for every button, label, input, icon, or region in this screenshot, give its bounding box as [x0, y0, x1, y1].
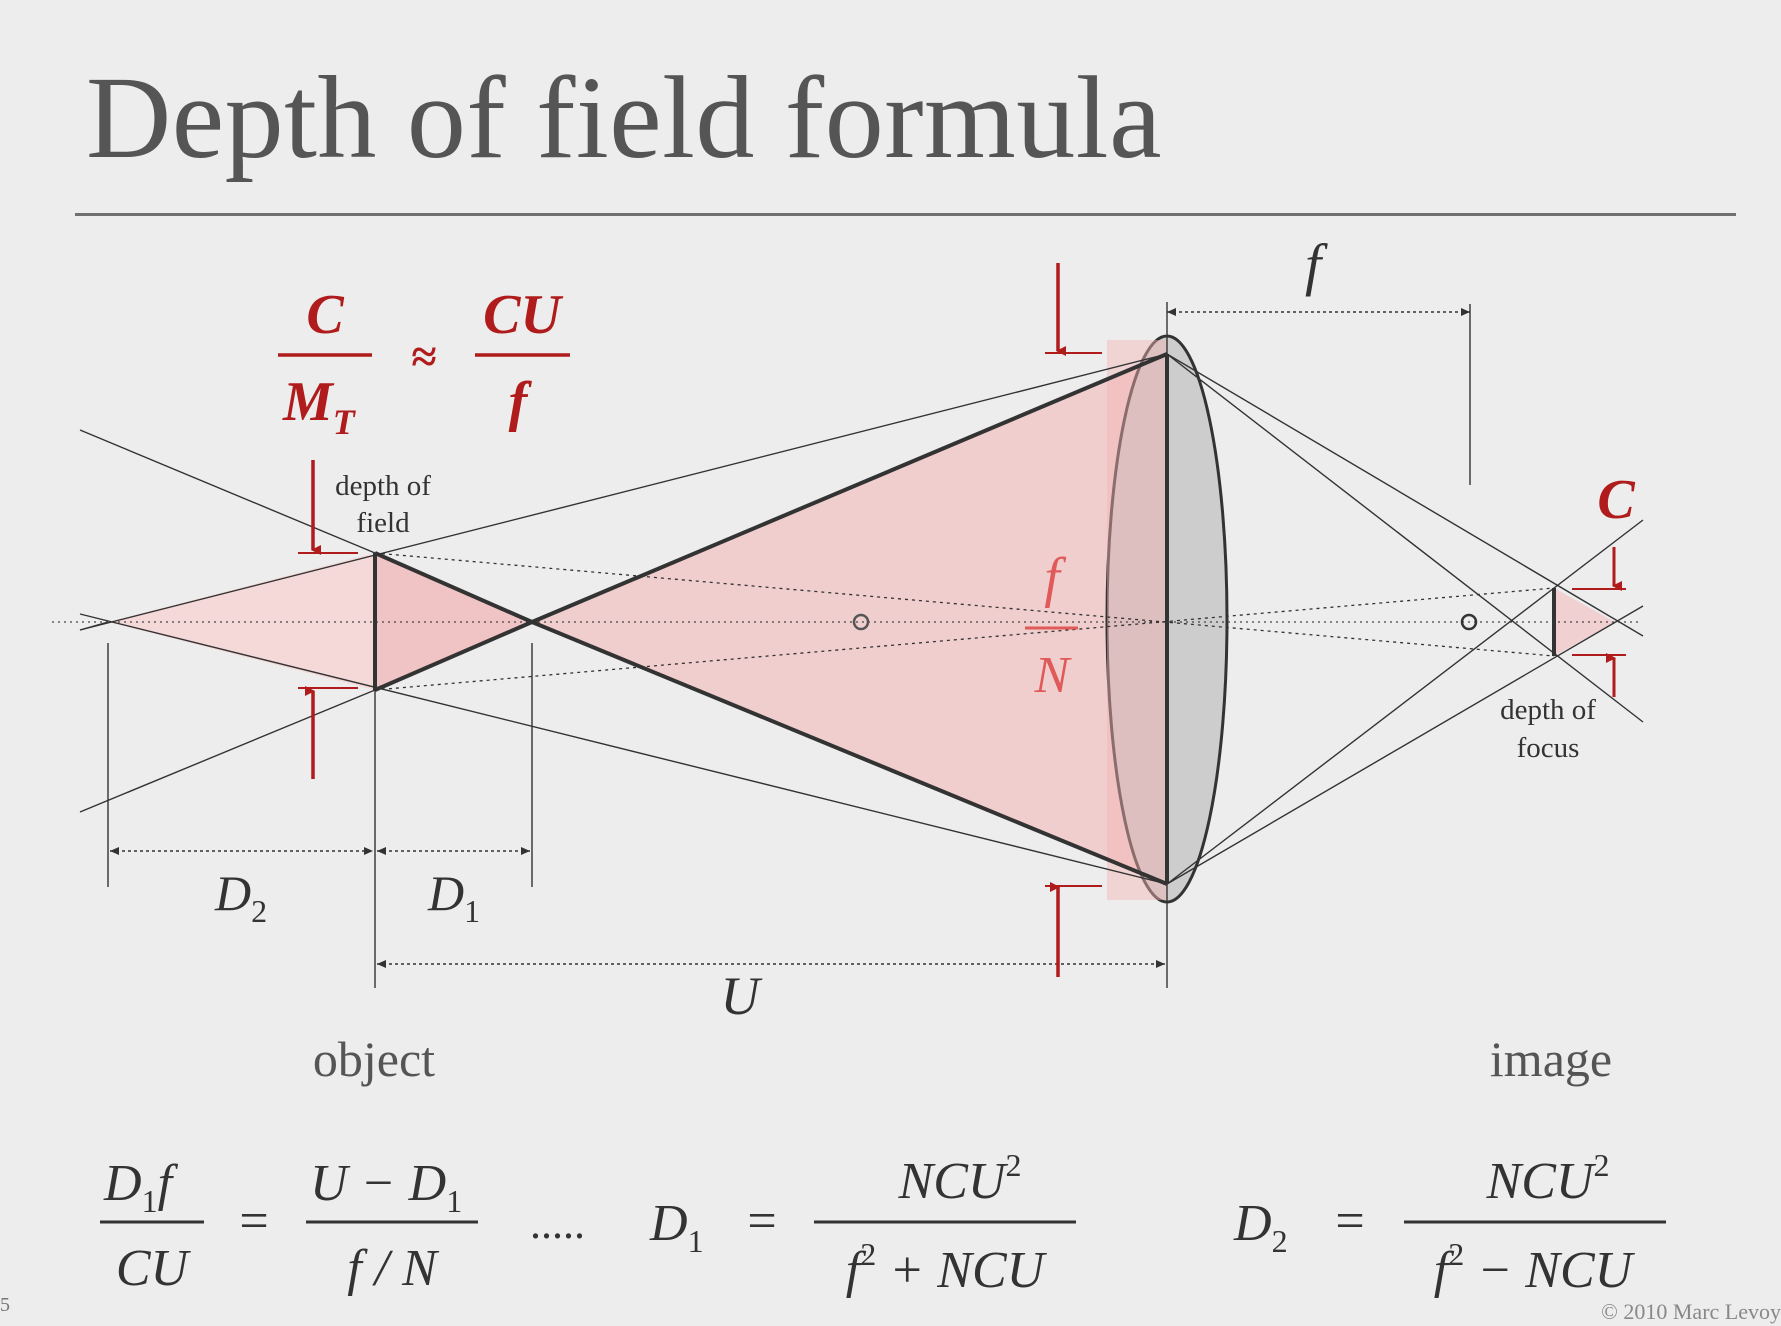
eq2-lhs-sub: 1	[688, 1223, 704, 1259]
far-cone-fill	[108, 553, 375, 690]
focal-point-object	[852, 613, 870, 631]
eq3-lhs-sub: 2	[1272, 1223, 1288, 1259]
eq1-rhs-num-main: U − D	[310, 1155, 446, 1212]
coc-formula-rhs-num: CU	[483, 284, 563, 346]
d2-label-sub: 2	[251, 893, 267, 929]
title-rule	[75, 213, 1736, 216]
image-ray-3	[1166, 353, 1644, 637]
eq1-lhs-num-main: D	[103, 1155, 142, 1212]
eq3-den-b: − NCU	[1464, 1242, 1635, 1299]
eq3-num: NCU2	[1486, 1147, 1610, 1210]
image-label: image	[1490, 1031, 1612, 1087]
eq1-lhs-num-tail: f	[158, 1155, 179, 1212]
eq3-lhs-main: D	[1233, 1195, 1272, 1252]
chief-ray-bottom	[374, 587, 1555, 691]
eq3-num-main: NCU	[1486, 1153, 1597, 1210]
eq1-lhs-num: D1f	[103, 1155, 179, 1219]
focal-point-image	[1460, 613, 1478, 631]
eq1-eq: =	[239, 1193, 268, 1250]
coc-formula-approx: ≈	[411, 331, 436, 382]
depth-of-field-label-2: field	[356, 507, 410, 539]
ray-out-left-a	[79, 621, 109, 631]
eq2-den-b: + NCU	[876, 1242, 1047, 1299]
d1-label-main: D	[427, 865, 464, 921]
ray-far-bottom	[79, 613, 1168, 885]
eq2-lhs: D1	[649, 1195, 704, 1259]
focal-length-label: f	[1305, 232, 1328, 297]
bottom-formulas: D1f CU = U − D1 f / N ..... D1 = NCU2 f2…	[100, 1147, 1666, 1299]
depth-of-field-label-1: depth of	[335, 470, 431, 502]
depth-of-focus-label-1: depth of	[1500, 694, 1596, 726]
eq1-rhs-num-sub: 1	[446, 1183, 462, 1219]
coc-formula-lhs-den-sub: T	[333, 402, 357, 442]
near-edge-bottom	[374, 620, 533, 692]
image-ray-2	[1166, 519, 1644, 885]
eq3-den-sup: 2	[1448, 1236, 1464, 1272]
near-cone-fill	[375, 553, 532, 690]
eq2-num-main: NCU	[898, 1153, 1009, 1210]
eq2-num-sup: 2	[1005, 1147, 1021, 1183]
depth-of-focus-label-2: focus	[1517, 732, 1580, 764]
eq2-num: NCU2	[898, 1147, 1022, 1210]
coc-formula-lhs-den: MT	[282, 371, 357, 442]
eq2-den: f2 + NCU	[846, 1236, 1048, 1299]
u-label: U	[721, 966, 763, 1026]
coc-formula-lhs-den-main: M	[282, 371, 335, 433]
d1-label-sub: 1	[464, 893, 480, 929]
aperture-label: f N	[1025, 547, 1078, 704]
eq1-rhs-den: f / N	[347, 1240, 440, 1297]
cone-edge-bottom	[531, 620, 1168, 886]
eq3-den: f2 − NCU	[1434, 1236, 1636, 1299]
eq2-den-sup: 2	[860, 1236, 876, 1272]
eq1-lhs-den: CU	[116, 1240, 192, 1297]
d2-label: D2	[214, 865, 267, 929]
formula-dots: .....	[530, 1199, 585, 1248]
ray-out-bottom	[79, 689, 376, 813]
coc-label: C	[1597, 469, 1635, 531]
coc-formula-lhs-num: C	[306, 284, 344, 346]
eq2-eq: =	[747, 1193, 776, 1250]
light-cone	[532, 354, 1167, 884]
aperture-label-den: N	[1034, 647, 1073, 704]
eq3-eq: =	[1335, 1193, 1364, 1250]
object-label: object	[313, 1031, 435, 1087]
eq1-rhs-num: U − D1	[310, 1155, 462, 1219]
eq3-lhs: D2	[1233, 1195, 1288, 1259]
ray-out-top	[79, 429, 376, 554]
eq2-lhs-main: D	[649, 1195, 688, 1252]
cone-edge-top	[531, 352, 1168, 624]
d1-label: D1	[427, 865, 480, 929]
copyright: © 2010 Marc Levoy	[1601, 1299, 1781, 1324]
d2-label-main: D	[214, 865, 251, 921]
ray-far-top	[79, 353, 1168, 631]
coc-formula-rhs-den: f	[509, 371, 533, 433]
eq1-lhs-num-sub: 1	[142, 1183, 158, 1219]
coc-formula: C MT ≈ CU f	[278, 284, 570, 442]
slide-title: Depth of field formula	[86, 52, 1162, 183]
eq3-num-sup: 2	[1593, 1147, 1609, 1183]
page-number: 5	[0, 1294, 10, 1316]
image-cone-fill	[1554, 588, 1615, 656]
near-edge-top	[374, 551, 533, 624]
image-ray-4	[1166, 605, 1644, 885]
chief-ray-top	[374, 552, 1555, 657]
image-ray-1	[1166, 353, 1644, 723]
